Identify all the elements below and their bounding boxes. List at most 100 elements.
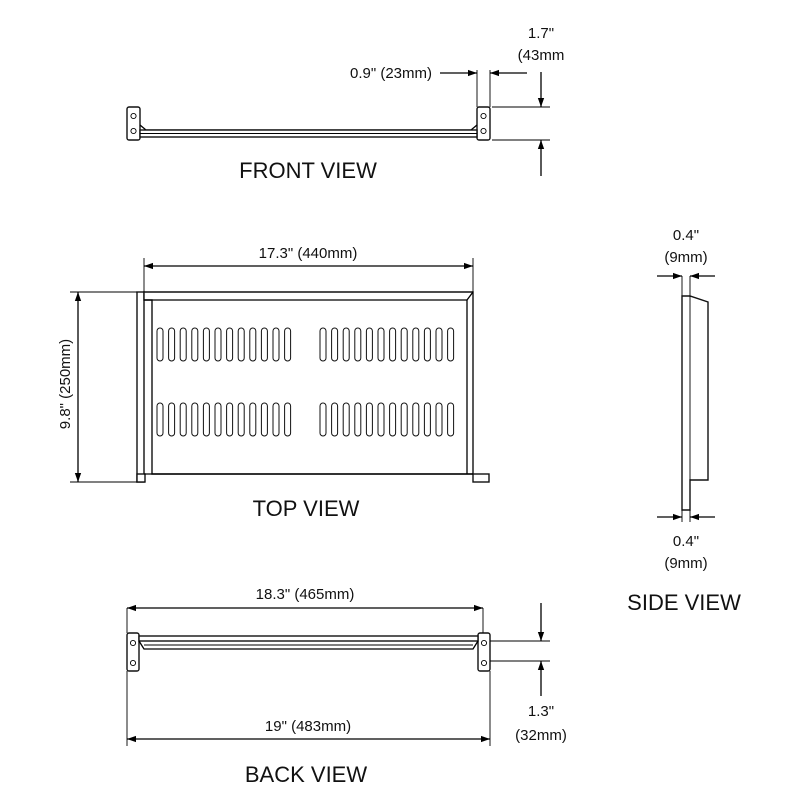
vent-slot	[319, 402, 327, 437]
vent-slot	[400, 402, 408, 437]
vent-slot	[331, 402, 339, 437]
vent-slot	[319, 327, 327, 362]
vent-slot	[272, 327, 280, 362]
front-right-mount-hole-bottom	[480, 127, 487, 135]
vent-slot	[331, 327, 339, 362]
vent-slot	[342, 327, 350, 362]
front-view-shelf	[126, 106, 491, 141]
vent-slot	[237, 327, 245, 362]
side-bottom-thickness-mm-label: (9mm)	[664, 555, 707, 572]
top-shelf-plate	[143, 291, 474, 475]
front-left-mount-hole-bottom	[130, 127, 137, 135]
back-view: 18.3" (465mm) 19" (483mm) 1.3" (32mm) BA…	[126, 586, 567, 787]
back-height-mm-label: (32mm)	[515, 727, 567, 744]
front-left-mount-hole-top	[130, 112, 137, 120]
front-height-dimension: 1.7" (43mm	[492, 25, 564, 176]
front-height-mm-label: (43mm	[518, 47, 565, 64]
vent-slot	[226, 327, 234, 362]
back-overall-width-label: 19" (483mm)	[265, 718, 351, 735]
back-top-plate	[138, 635, 479, 642]
vent-slot	[365, 327, 373, 362]
side-view-shelf	[681, 276, 709, 511]
vent-slot	[156, 402, 164, 437]
side-top-thickness-dimension: 0.4" (9mm)	[657, 227, 715, 280]
vent-slot	[400, 327, 408, 362]
vent-slot	[377, 402, 385, 437]
top-view: 17.3" (440mm) 9.8" (250mm) TOP VIEW	[57, 245, 490, 521]
front-flange-depth-dimension: 0.9" (23mm)	[350, 65, 527, 107]
side-view: 0.4" (9mm) 0.4" (9mm) SIDE VIEW	[627, 227, 741, 615]
side-view-title: SIDE VIEW	[627, 590, 741, 615]
back-right-mount-hole-bottom	[480, 659, 488, 667]
back-inner-width-label: 18.3" (465mm)	[256, 586, 355, 603]
back-view-shelf	[126, 632, 491, 672]
back-side-lips	[138, 640, 479, 650]
vent-slot	[249, 402, 257, 437]
front-flange-depth-label: 0.9" (23mm)	[350, 65, 432, 82]
vent-slot	[237, 402, 245, 437]
vent-slot	[412, 327, 420, 362]
top-view-shelf	[136, 291, 490, 483]
vent-slot	[226, 402, 234, 437]
front-view-title: FRONT VIEW	[239, 158, 377, 183]
vent-slot	[377, 327, 385, 362]
front-height-inches-label: 1.7"	[528, 25, 554, 42]
front-right-ear	[476, 106, 491, 141]
vent-slot	[202, 327, 210, 362]
top-right-corner-tab	[472, 473, 490, 483]
front-side-lips	[139, 124, 478, 131]
front-right-mount-hole-top	[480, 112, 487, 120]
vent-slot	[168, 402, 176, 437]
top-width-dimension: 17.3" (440mm)	[143, 245, 474, 292]
top-depth-label: 9.8" (250mm)	[57, 339, 74, 429]
back-right-mount-hole-top	[480, 639, 488, 647]
vent-slot	[284, 327, 292, 362]
side-bottom-thickness-dimension: 0.4" (9mm)	[657, 510, 715, 572]
vent-slot	[214, 327, 222, 362]
vent-slot	[202, 402, 210, 437]
side-profile	[681, 295, 709, 511]
vent-slot	[447, 402, 455, 437]
ventilation-slots	[156, 327, 455, 437]
vent-slot	[389, 402, 397, 437]
vent-slot	[423, 402, 431, 437]
vent-slot	[249, 327, 257, 362]
vent-slot	[354, 327, 362, 362]
vent-slot	[214, 402, 222, 437]
back-view-title: BACK VIEW	[245, 762, 367, 787]
top-depth-dimension: 9.8" (250mm)	[57, 291, 137, 483]
back-left-mount-hole-top	[129, 639, 137, 647]
top-view-title: TOP VIEW	[253, 496, 360, 521]
back-height-dimension: 1.3" (32mm)	[490, 603, 567, 744]
vent-slot	[179, 402, 187, 437]
vent-slot	[272, 402, 280, 437]
vent-slot	[260, 327, 268, 362]
top-width-label: 17.3" (440mm)	[259, 245, 358, 262]
vent-slot	[191, 327, 199, 362]
vent-slot	[365, 402, 373, 437]
vent-slot	[435, 327, 443, 362]
front-left-ear	[126, 106, 141, 141]
vent-slot	[423, 327, 431, 362]
vent-slot	[284, 402, 292, 437]
front-view: 0.9" (23mm) 1.7" (43mm FRONT VIEW	[126, 25, 564, 183]
vent-slot	[354, 402, 362, 437]
vent-slot	[168, 327, 176, 362]
vent-slot	[260, 402, 268, 437]
side-top-thickness-mm-label: (9mm)	[664, 249, 707, 266]
top-left-corner-tab	[136, 473, 146, 483]
vent-slot	[447, 327, 455, 362]
vent-slot	[342, 402, 350, 437]
top-left-side-edge	[136, 291, 145, 483]
vent-slot	[179, 327, 187, 362]
vent-slot	[156, 327, 164, 362]
vent-slot	[412, 402, 420, 437]
back-inner-width-dimension: 18.3" (465mm)	[126, 586, 484, 633]
side-top-thickness-inches-label: 0.4"	[673, 227, 699, 244]
vent-slot	[435, 402, 443, 437]
back-height-inches-label: 1.3"	[528, 703, 554, 720]
vent-slot	[389, 327, 397, 362]
back-overall-width-dimension: 19" (483mm)	[126, 671, 491, 746]
back-left-mount-hole-bottom	[129, 659, 137, 667]
